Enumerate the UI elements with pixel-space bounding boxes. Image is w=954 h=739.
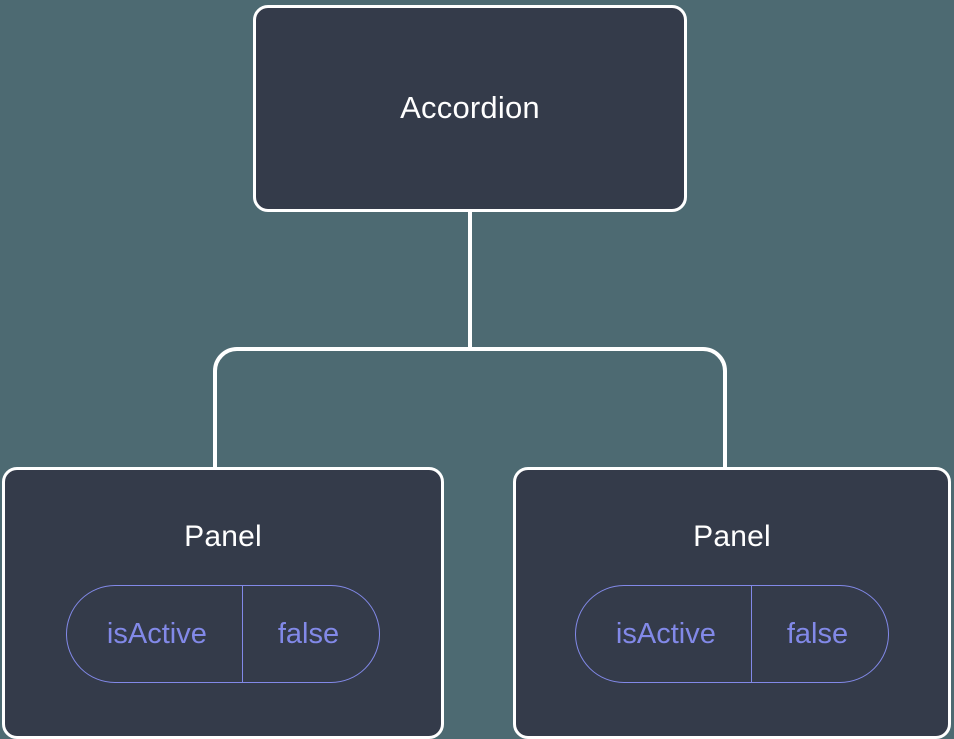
node-panel-left-label: Panel bbox=[184, 520, 262, 553]
node-panel-left[interactable]: Panel isActive false bbox=[2, 467, 444, 739]
edge-root-to-panel-left bbox=[213, 347, 470, 470]
node-panel-right[interactable]: Panel isActive false bbox=[513, 467, 951, 739]
prop-value-label: false bbox=[750, 586, 888, 682]
edge-root-to-panel-right bbox=[470, 347, 727, 470]
node-panel-right-label: Panel bbox=[693, 520, 771, 553]
prop-value-label: false bbox=[241, 586, 379, 682]
prop-pill-isactive-left[interactable]: isActive false bbox=[65, 585, 381, 683]
node-accordion-label: Accordion bbox=[400, 90, 540, 126]
prop-key-label: isActive bbox=[106, 617, 207, 650]
prop-key-label: isActive bbox=[615, 617, 716, 650]
prop-pill-isactive-right[interactable]: isActive false bbox=[574, 585, 890, 683]
node-accordion[interactable]: Accordion bbox=[253, 5, 687, 212]
